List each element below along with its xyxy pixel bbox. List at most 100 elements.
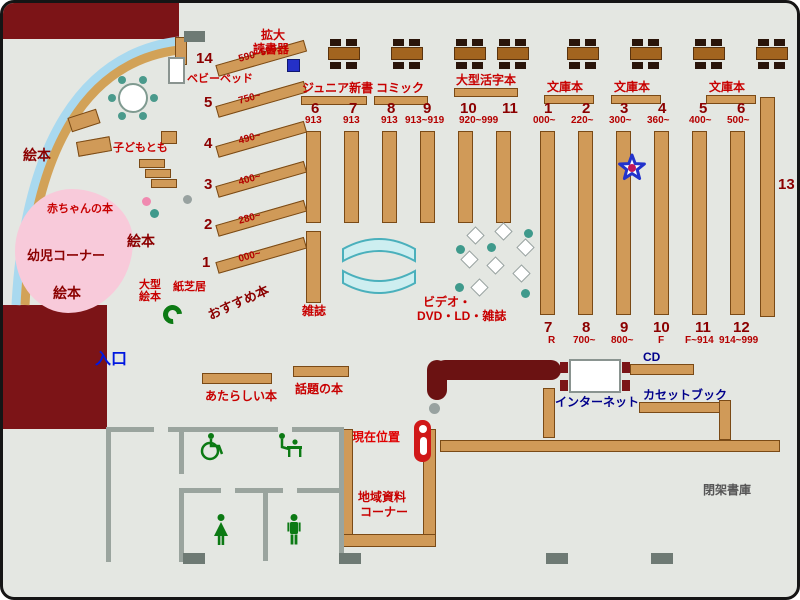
stack-range: 913: [343, 115, 360, 126]
room-wall: [340, 534, 436, 547]
shelf-bar: [543, 388, 555, 438]
comic-label: コミック: [376, 81, 425, 95]
cd-label: CD: [643, 350, 661, 364]
stack-range: 913: [305, 115, 322, 126]
pillar: [183, 553, 205, 564]
chair-dot: [487, 243, 496, 252]
stack-range: 300~: [609, 115, 632, 126]
wall-block-entrance: [3, 305, 107, 429]
local-materials-label-1: 地域資料: [358, 490, 407, 504]
mens-toilet-icon: [287, 514, 301, 545]
curved-browsing-shelf: [342, 238, 416, 294]
wheelchair-icon: [200, 433, 224, 461]
stack-number: 5: [699, 100, 708, 117]
entrance-label: 入口: [95, 351, 128, 368]
stack-number: 9: [423, 100, 432, 117]
baby-changing-icon: [279, 433, 302, 457]
kids-step-shelf: [145, 169, 171, 178]
stack-range: 920~999: [459, 115, 499, 126]
pillar: [546, 553, 568, 564]
local-materials-label-2: コーナー: [360, 505, 409, 519]
recommended-books-label: おすすめ本: [205, 282, 272, 323]
pillar: [651, 553, 673, 564]
kids-step-shelf: [151, 179, 177, 188]
reading-table: [691, 39, 727, 69]
current-location-marker: [414, 420, 431, 462]
shelf-bar: [719, 400, 731, 440]
chair: [560, 380, 568, 391]
magnifier-machine: [287, 59, 300, 72]
new-books-label: あたらしい本: [205, 389, 278, 403]
kamishibai-label: 紙芝居: [173, 281, 206, 293]
stack-shelf: [540, 131, 555, 315]
reading-table: [565, 39, 601, 69]
reading-table: [452, 39, 488, 69]
service-counter: [435, 360, 561, 380]
stack-range: F~914: [685, 335, 714, 346]
reading-table: [495, 39, 531, 69]
reading-table: [326, 39, 362, 69]
fan-shelf-number: 1: [202, 254, 211, 271]
chair-dot: [108, 94, 116, 102]
topical-books-label: 話題の本: [295, 382, 344, 396]
stack-shelf: [496, 131, 511, 223]
fan-shelf-number: 2: [204, 216, 213, 233]
shelf-bar: [544, 95, 594, 104]
chair-dot: [139, 112, 147, 120]
stack-range: 913~919: [405, 115, 445, 126]
wall: [292, 427, 341, 432]
chair-dot: [521, 289, 530, 298]
stack-number: 9: [620, 319, 629, 336]
stack-range: 000~: [533, 115, 556, 126]
baby-bed: [168, 57, 185, 84]
stack-number: 8: [387, 100, 396, 117]
internet-label: インターネット: [555, 395, 640, 409]
stack-range: 220~: [571, 115, 594, 126]
bunko-label: 文庫本: [547, 80, 584, 94]
wall: [263, 493, 268, 561]
large-picture-books-label-1: 大型: [139, 279, 161, 291]
cassette-shelf: [639, 402, 721, 413]
service-counter: [427, 360, 447, 400]
large-picture-books-label-2: 絵本: [139, 291, 161, 303]
person-dot: [183, 195, 192, 204]
magnifier-label-2: 読書器: [253, 42, 290, 56]
stack-range: R: [548, 335, 556, 346]
stack-range: F: [658, 335, 665, 346]
junior-books-label: ジュニア新書: [302, 81, 374, 95]
stack-range: 400~: [689, 115, 712, 126]
av-seat: [512, 264, 531, 283]
chair: [622, 380, 630, 391]
video-label-1: ビデオ・: [423, 295, 472, 309]
video-label-2: DVD・LD・雑誌: [417, 309, 507, 323]
stack-number: 8: [582, 319, 591, 336]
pillar: [184, 31, 205, 42]
bunko-label: 文庫本: [614, 80, 651, 94]
stack-number: 7: [544, 319, 553, 336]
av-seat: [516, 238, 535, 257]
chair: [622, 362, 630, 373]
long-shelf-wall: [440, 440, 780, 452]
stack-number: 10: [653, 319, 670, 336]
stack-number: 3: [620, 100, 629, 117]
av-seat: [486, 256, 505, 275]
stack-shelf: [306, 131, 321, 223]
current-location-label: 現在位置: [352, 430, 401, 444]
picture-books-label: 絵本: [127, 233, 155, 249]
toddler-corner-label: 幼児コーナー: [27, 248, 106, 263]
bunko-label: 文庫本: [709, 80, 746, 94]
stack-shelf: [382, 131, 397, 223]
closed-stacks-label: 閉架書庫: [703, 483, 752, 497]
internet-table: [569, 359, 621, 393]
chair-dot: [118, 76, 126, 84]
picture-books-label: 絵本: [53, 285, 81, 301]
cd-shelf: [630, 364, 694, 375]
stack-number: 10: [460, 100, 477, 117]
stack-number: 11: [502, 100, 518, 117]
wall: [179, 488, 221, 493]
shelf-bar: [301, 96, 367, 105]
pillar: [339, 553, 361, 564]
person-dot: [429, 403, 440, 414]
fan-shelf-number: 14: [196, 50, 213, 67]
cassette-label: カセットブック: [643, 388, 728, 402]
